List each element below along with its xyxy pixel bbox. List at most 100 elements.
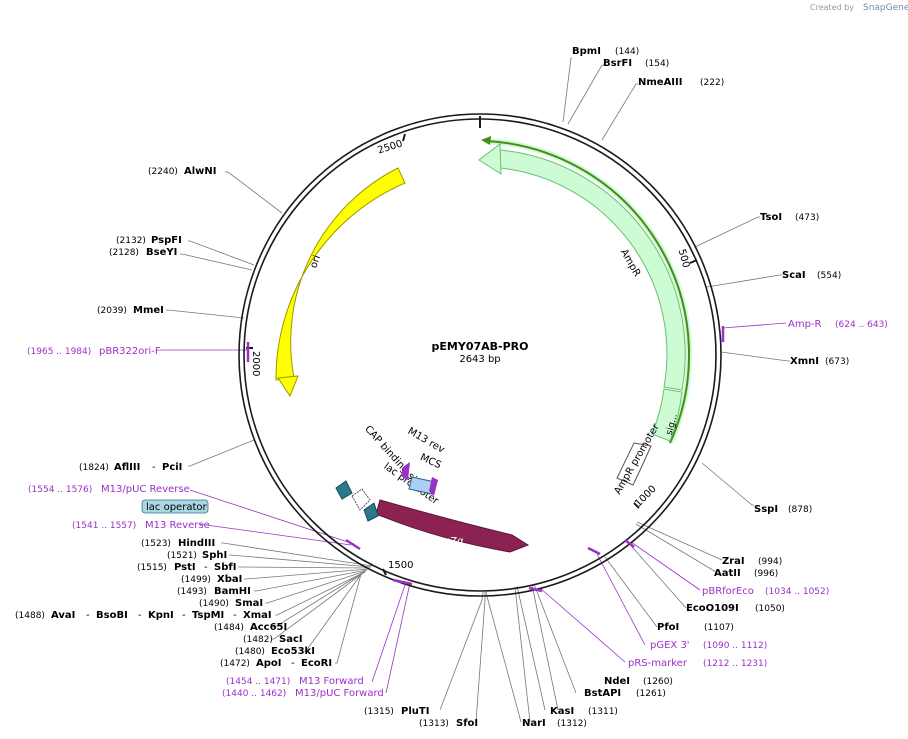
enzyme-pcii-sep: - [152,462,156,473]
primer-m13pucrev-range: (1554 .. 1576) [28,485,92,495]
enzyme-tsoi-name: TsoI [760,212,782,223]
enzyme-avai-pos: (1488) [15,611,45,621]
credit-text: Created by [810,3,854,12]
enzyme-xmni-pos: (673) [825,357,849,367]
enzyme-aatii-pos: (996) [754,569,778,579]
enzyme-bsrfi-pos: (154) [645,59,669,69]
enzyme-tspmi-name: TspMI [192,610,224,621]
ampr-strand-arrowhead [481,136,491,145]
feature-sig [651,388,683,442]
enzyme-bseyi-pos: (2128) [109,248,139,258]
enzyme-sphi-pos: (1521) [167,551,197,561]
enzyme-acc65i-name: Acc65I [250,622,287,633]
enzyme-bamhi-pos: (1493) [177,587,207,597]
primer-m13pucfwd-range: (1440 .. 1462) [222,689,286,699]
enzyme-bstapi-name: BstAPI [584,688,621,699]
feature-lac-operator-site [363,502,379,522]
ampr-promoter-label: AmpR promoter [612,421,662,496]
enzyme-apoi-name: ApoI [256,658,282,669]
enzyme-pspfi-name: PspFI [151,235,182,246]
enzyme-scai-name: ScaI [782,270,806,281]
enzyme-psti-name: PstI [174,562,196,573]
feature-m13rev-left [401,462,410,480]
plasmid-length: 2643 bp [459,354,500,365]
enzyme-alwni-name: AlwNI [184,166,217,177]
primer-pbr322ori-range: (1965 .. 1984) [27,347,91,357]
enzyme-sbfi-sep: - [204,562,208,573]
lacz-label: lacZα [436,536,464,547]
enzyme-hindiii-pos: (1523) [141,539,171,549]
enzyme-pfoi-pos: (1107) [704,623,734,633]
feature-lacz [375,499,530,553]
primer-m13rev-name: M13 Reverse [145,520,210,531]
enzyme-xmai-sep: - [233,610,237,621]
feature-ampr [499,149,686,391]
enzyme-psti-pos: (1515) [137,563,167,573]
leader-lines [166,57,790,723]
primer-pbrforeco-name: pBRforEco [702,586,754,597]
enzyme-acc65i-pos: (1484) [214,623,244,633]
m13rev-label: M13 rev [406,426,447,456]
primer-pbr322ori-name: pBR322ori-F [99,346,161,357]
enzyme-saci-pos: (1482) [243,635,273,645]
enzyme-ndei-pos: (1260) [643,677,673,687]
enzyme-sfoi-pos: (1313) [419,719,449,729]
enzyme-bpmi-pos: (144) [615,47,639,57]
ruler-ticks [246,133,698,576]
primer-m13pucrev-name: M13/pUC Reverse [101,484,190,495]
enzyme-ecoo109i-name: EcoO109I [686,603,739,614]
enzyme-bseyi-name: BseYI [146,247,177,258]
primer-bars [246,326,725,593]
enzyme-eco53ki-pos: (1480) [235,647,265,657]
primer-m13fwd-range: (1454 .. 1471) [226,677,290,687]
feature-ampr-promoter [616,442,652,486]
plasmid-name: pEMY07AB-PRO [432,340,529,353]
enzyme-kasi-name: KasI [550,706,574,717]
enzyme-nmeaiii-pos: (222) [700,78,724,88]
enzyme-pluti-pos: (1315) [364,707,394,717]
feature-lac-promoter [351,488,371,511]
enzyme-smai-pos: (1490) [199,599,229,609]
enzyme-bamhi-name: BamHI [214,586,251,597]
enzyme-bsobi-sep: - [86,610,90,621]
ampr-strand-line [485,140,691,444]
backbone-outer [238,113,722,597]
primer-prsmarker-range: (1212 .. 1231) [703,659,767,669]
enzyme-xmai-name: XmaI [243,610,272,621]
enzyme-bstapi-pos: (1261) [636,689,666,699]
enzyme-nmeaiii-name: NmeAIII [638,77,682,88]
tick-label-1500: 1500 [388,560,413,571]
primer-m13rev-range: (1541 .. 1557) [72,521,136,531]
enzyme-alwni-pos: (2240) [148,167,178,177]
enzyme-xbai-pos: (1499) [181,575,211,585]
enzyme-bsrfi-name: BsrFI [603,58,632,69]
feature-cap [335,480,353,500]
enzyme-tsoi-pos: (473) [795,213,819,223]
enzyme-sbfi-name: SbfI [214,562,236,573]
enzyme-xmni-name: XmnI [790,356,819,367]
ori-label: ori [308,254,323,270]
enzyme-mmei-pos: (2039) [97,306,127,316]
enzyme-ecori-sep: - [291,658,295,669]
enzyme-mmei-name: MmeI [133,305,164,316]
feature-ori-arrowhead [277,375,299,398]
enzyme-ecori-name: EcoRI [301,658,332,669]
primer-m13pucfwd-name: M13/pUC Forward [295,688,384,699]
feature-m13rev-right [429,477,438,496]
enzyme-zrai-pos: (994) [758,557,782,567]
enzyme-hindiii-name: HindIII [178,538,215,549]
enzyme-pfoi-name: PfoI [657,622,679,633]
primer-pgex3-range: (1090 .. 1112) [703,641,767,651]
enzyme-sfoi-name: SfoI [456,718,478,729]
enzyme-pluti-name: PluTI [401,706,429,717]
tick-label-1000: 1000 [633,484,659,510]
enzyme-bpmi-name: BpmI [572,46,601,57]
enzyme-saci-name: SacI [279,634,303,645]
enzyme-scai-pos: (554) [817,271,841,281]
enzyme-ndei-name: NdeI [604,676,630,687]
tick-label-500: 500 [676,248,692,269]
enzyme-eco53ki-name: Eco53kI [271,646,315,657]
primer-pbrforeco-range: (1034 .. 1052) [765,587,829,597]
lac-operator-label: lac operator [146,502,207,513]
